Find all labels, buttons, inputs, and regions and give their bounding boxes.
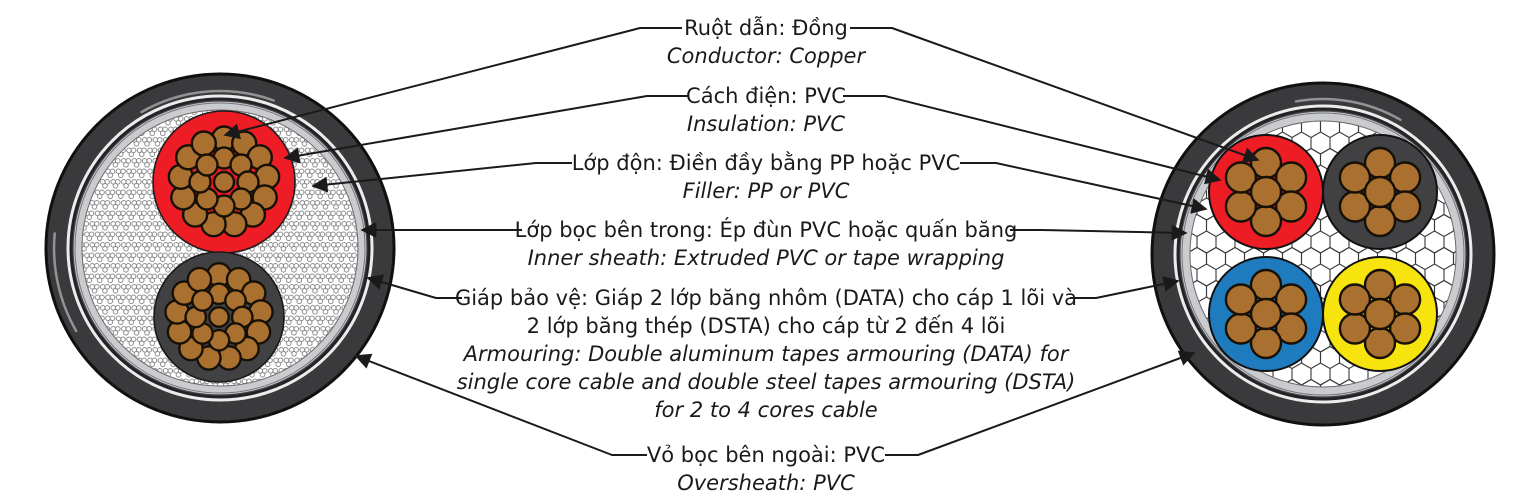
leader-conductor-left [223,27,682,140]
leader-insulation-right [843,95,1222,185]
leader-oversheath-right [885,350,1196,456]
leader-oversheath-left [354,353,647,456]
leader-filler-left [311,162,572,193]
leader-filler-right [960,162,1208,214]
core-black-2core [153,251,285,383]
core-red-4core [1208,134,1324,250]
sheath-highlight-arc [1294,97,1402,122]
leader-armouring-right [1070,276,1180,299]
core-red-2core [152,110,296,254]
core-yellow-4core [1322,256,1438,372]
cable-2core [44,72,396,424]
sheath-highlight-arc [140,89,275,114]
leader-inner-sheath-right [1010,224,1188,241]
inner-sheath-detail-line [1181,112,1465,396]
leader-insulation-left [283,95,689,164]
inner-sheath-detail-line [74,102,366,394]
leader-conductor-right [850,27,1260,163]
core-black-4core [1322,134,1438,250]
cable-4core [1150,81,1496,427]
leader-lines [223,27,1260,456]
leader-armouring-left [366,274,462,299]
core-blue-4core [1208,256,1324,372]
sheath-highlight-arc [52,232,78,333]
